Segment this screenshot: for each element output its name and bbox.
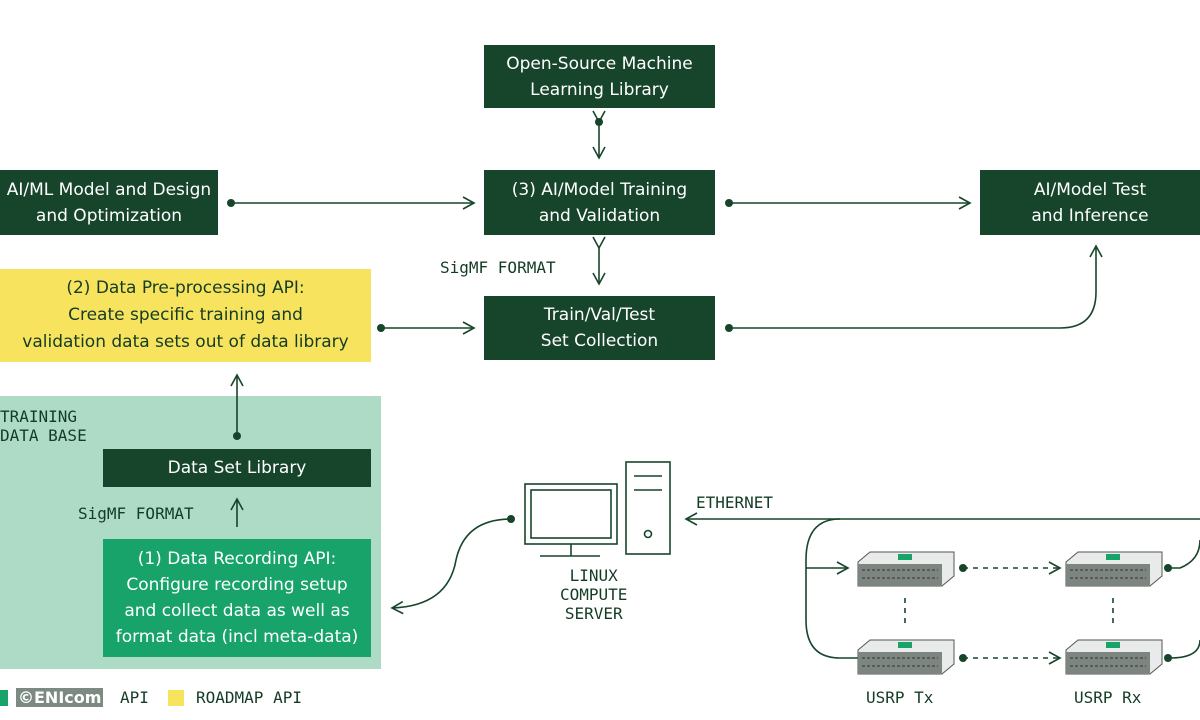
usrp-loop	[805, 518, 858, 659]
model-design-label: AI/ML Model and Design and Optimization	[6, 179, 212, 226]
usrp-devices	[857, 551, 1163, 675]
training-database-label: TRAINING DATA BASE	[0, 407, 87, 445]
ml-library-box: Open-Source Machine Learning Library	[484, 45, 715, 108]
training-label: (3) AI/Model Training and Validation	[511, 179, 688, 226]
train-val-test-box: Train/Val/Test Set Collection	[484, 296, 715, 360]
legend-api-label: API	[120, 688, 149, 707]
linux-server-label: LINUX COMPUTE SERVER	[560, 566, 628, 623]
training-box: (3) AI/Model Training and Validation	[484, 170, 715, 235]
ethernet-label: ETHERNET	[696, 493, 774, 512]
legend-api-swatch	[0, 690, 8, 706]
arrow-trainset-test	[729, 244, 1103, 329]
dataset-library-box: Data Set Library	[103, 449, 371, 487]
computer-icon	[524, 461, 671, 557]
recording-box: (1) Data Recording API: Configure record…	[103, 539, 371, 657]
model-design-box: AI/ML Model and Design and Optimization	[0, 170, 218, 235]
recording-label: (1) Data Recording API: Configure record…	[115, 549, 359, 647]
sigmf-format-label-bottom: SigMF FORMAT	[78, 504, 194, 523]
watermark: ©ENIcom	[16, 688, 104, 707]
preprocessing-label: (2) Data Pre-processing API: Create spec…	[22, 278, 349, 352]
sigmf-format-label-top: SigMF FORMAT	[440, 258, 556, 277]
legend-roadmap-swatch	[168, 690, 184, 706]
dataset-library-label: Data Set Library	[167, 458, 307, 478]
preprocessing-box: (2) Data Pre-processing API: Create spec…	[0, 269, 371, 362]
ml-library-label: Open-Source Machine Learning Library	[506, 53, 693, 100]
legend-roadmap-label: ROADMAP API	[196, 688, 302, 707]
usrp-tx-label: USRP Tx	[866, 688, 934, 707]
test-inference-label: AI/Model Test and Inference	[1031, 179, 1149, 226]
arrow-server-recording	[390, 518, 512, 615]
train-val-test-label: Train/Val/Test Set Collection	[540, 305, 659, 351]
usrp-rx-label: USRP Rx	[1074, 688, 1142, 707]
test-inference-box: AI/Model Test and Inference	[980, 170, 1200, 235]
